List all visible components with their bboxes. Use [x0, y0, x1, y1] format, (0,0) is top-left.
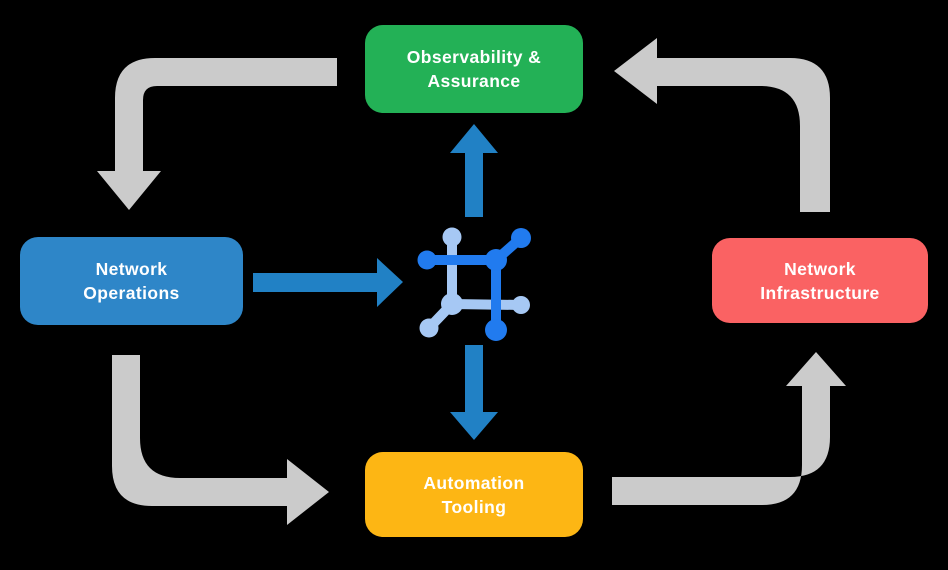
- node-automation-tooling: Automation Tooling: [365, 452, 583, 537]
- node-label-line: Assurance: [427, 71, 521, 91]
- cycle-arrow-operations-to-automation: [112, 355, 329, 525]
- node-label-line: Network: [784, 258, 856, 279]
- network-topology-icon: [417, 227, 531, 341]
- node-observability-assurance: Observability & Assurance: [365, 25, 583, 113]
- node-label-line: Automation: [423, 472, 525, 493]
- node-label-line: Tooling: [441, 496, 507, 517]
- node-label-line: Network: [95, 259, 168, 279]
- network-icon-dark-nodes: [417, 228, 531, 341]
- cycle-arrow-automation-to-infrastructure: [612, 352, 846, 505]
- flow-arrow-center-to-automation: [450, 345, 498, 440]
- node-label-line: Infrastructure: [760, 282, 880, 303]
- flow-arrow-center-to-observability: [450, 124, 498, 217]
- node-network-infrastructure: Network Infrastructure: [712, 238, 928, 323]
- node-label-line: Operations: [83, 283, 180, 303]
- cycle-arrow-observability-to-operations: [97, 58, 337, 210]
- network-icon-light-nodes: [419, 227, 530, 338]
- flow-arrow-operations-to-center: [253, 258, 403, 307]
- node-label-line: Observability &: [406, 47, 542, 67]
- cycle-arrow-infrastructure-to-observability: [614, 38, 830, 212]
- node-network-operations: Network Operations: [20, 237, 243, 325]
